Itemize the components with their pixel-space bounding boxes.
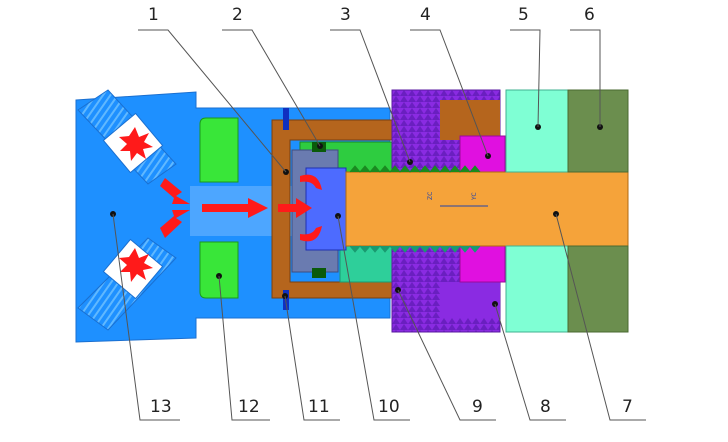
- part-label-6: 6: [584, 5, 595, 25]
- leader-lines: [112, 29, 646, 421]
- shaft-thread-bottom: [349, 245, 481, 253]
- part-label-9: 9: [472, 397, 483, 417]
- olive-block-upper: [567, 89, 629, 173]
- aqua-block-lower: [505, 245, 569, 333]
- part-label-12: 12: [238, 397, 260, 417]
- part-label-1: 1: [148, 5, 159, 25]
- aqua-block-upper: [505, 89, 569, 173]
- part-label-11: 11: [308, 397, 330, 417]
- olive-block-lower: [567, 245, 629, 333]
- burst-icon: [119, 127, 153, 161]
- seal-upper: [283, 108, 289, 130]
- flow-arrow-icon: [160, 174, 322, 242]
- green-ring-lower: [199, 241, 239, 299]
- part-label-4: 4: [420, 5, 431, 25]
- part-label-13: 13: [150, 397, 172, 417]
- threaded-shaft: [345, 171, 629, 247]
- o-ring-lower: [312, 268, 326, 278]
- axis-mark-yc: YC: [471, 192, 478, 201]
- part-label-5: 5: [518, 5, 529, 25]
- purple-cap-inner-upper: [440, 100, 500, 140]
- burst-icon: [119, 248, 153, 282]
- part-label-8: 8: [540, 397, 551, 417]
- axis-mark-zc: ZC: [427, 192, 434, 200]
- green-ring-upper: [199, 117, 239, 183]
- part-label-10: 10: [378, 397, 400, 417]
- part-label-2: 2: [232, 5, 243, 25]
- shaft-thread-top: [349, 165, 481, 173]
- part-label-7: 7: [622, 397, 633, 417]
- purple-cap-inner-lower: [440, 282, 500, 318]
- part-label-3: 3: [340, 5, 351, 25]
